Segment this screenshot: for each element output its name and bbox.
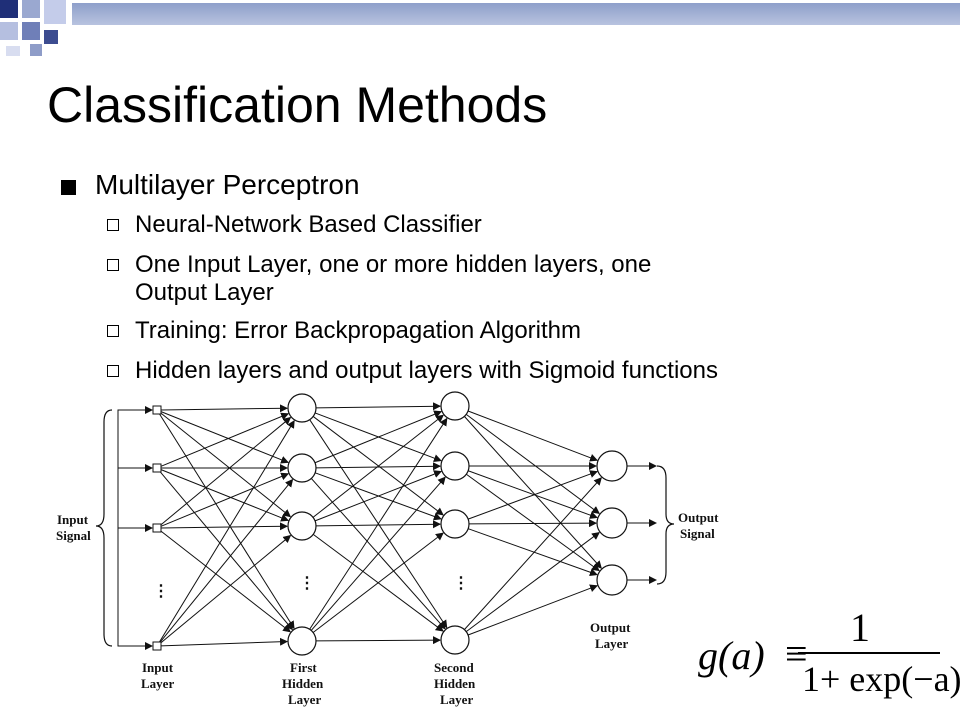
connection xyxy=(160,522,289,531)
decor-square xyxy=(22,22,40,40)
neurons xyxy=(152,391,628,656)
connection xyxy=(158,413,295,630)
connection xyxy=(466,473,600,572)
sub-bullet-marker xyxy=(107,325,119,337)
sub-bullet-marker xyxy=(107,219,119,231)
mlp-diagram: Input Signal Output Signal Input Layer F… xyxy=(56,391,719,707)
connection xyxy=(467,470,598,519)
connection xyxy=(309,417,448,630)
second-hidden-layer-label-line1: Second xyxy=(434,660,475,675)
first-hidden-neuron xyxy=(287,511,317,541)
sub-bullet-text: Hidden layers and output layers with Sig… xyxy=(135,357,718,384)
second-hidden-neuron xyxy=(440,509,470,539)
second-hidden-neuron xyxy=(440,391,470,421)
decor-square xyxy=(30,44,42,56)
slide-header-decoration xyxy=(0,0,960,60)
second-hidden-neuron xyxy=(440,451,470,481)
connection xyxy=(159,412,292,518)
sub-bullet-text: Training: Error Backpropagation Algorith… xyxy=(135,317,581,344)
connection xyxy=(159,416,292,526)
decor-square xyxy=(44,30,58,44)
bullet-marker xyxy=(61,180,76,195)
second-hidden-layer-label-line3: Layer xyxy=(440,692,473,707)
first-hidden-layer-label-line2: Hidden xyxy=(282,676,324,691)
second-hidden-layer-label-line2: Hidden xyxy=(434,676,476,691)
input-node xyxy=(152,523,162,533)
connection xyxy=(160,472,290,527)
header-bar xyxy=(72,3,960,25)
connection xyxy=(468,528,598,577)
second-hidden-neuron xyxy=(440,625,470,655)
input-signal-label-line2: Signal xyxy=(56,528,91,543)
first-hidden-neuron xyxy=(287,453,317,483)
connection xyxy=(159,530,291,633)
input-layer-label-line2: Layer xyxy=(141,676,174,691)
decor-square xyxy=(0,0,18,18)
connection xyxy=(467,470,598,520)
connection xyxy=(467,410,598,462)
connection xyxy=(160,637,289,647)
output-signal-label-line1: Output xyxy=(678,510,719,525)
output-signal-brace xyxy=(656,465,675,585)
output-neuron xyxy=(596,564,628,596)
formula-denominator: 1+ exp(−a) xyxy=(802,659,960,699)
connection xyxy=(158,419,295,643)
first-hidden-neuron xyxy=(287,393,317,423)
connection xyxy=(465,413,600,515)
sub-bullet-text: Neural-Network Based Classifier xyxy=(135,211,482,238)
bullet-text: Multilayer Perceptron xyxy=(95,169,360,200)
output-signal-label-line2: Signal xyxy=(680,526,715,541)
sub-bullet-text-continuation: Output Layer xyxy=(135,279,274,306)
first-hidden-neuron xyxy=(287,626,317,656)
formula-numerator: 1 xyxy=(850,605,870,650)
connection xyxy=(467,584,598,636)
connection xyxy=(160,412,290,467)
connection xyxy=(159,478,294,644)
connection xyxy=(312,532,444,633)
output-layer-label-line2: Layer xyxy=(595,636,628,651)
connection xyxy=(159,470,294,631)
connection xyxy=(314,410,443,464)
slide-title: Classification Methods xyxy=(47,77,548,133)
connection xyxy=(464,477,602,630)
sub-bullet-marker xyxy=(107,259,119,271)
formula-fraction-bar xyxy=(798,652,940,654)
connection xyxy=(465,531,600,633)
connection xyxy=(314,470,442,522)
sub-bullet-marker xyxy=(107,365,119,377)
sub-bullet-text: One Input Layer, one or more hidden laye… xyxy=(135,251,652,278)
first-hidden-ellipsis: ⋮ xyxy=(299,575,315,592)
sigmoid-formula: g(a) ≡ 1 1+ exp(−a) xyxy=(690,600,960,700)
output-layer-label-line1: Output xyxy=(590,620,631,635)
second-hidden-ellipsis: ⋮ xyxy=(453,575,469,592)
input-signal-bracket xyxy=(117,409,150,647)
connection xyxy=(312,414,444,518)
decor-square xyxy=(6,46,20,56)
input-signal-label-line1: Input xyxy=(57,512,89,527)
output-neuron xyxy=(596,507,628,539)
first-hidden-layer-label-line3: Layer xyxy=(288,692,321,707)
connection xyxy=(160,404,289,413)
input-node xyxy=(152,463,162,473)
connection xyxy=(159,534,292,644)
input-layer-label-line1: Input xyxy=(142,660,174,675)
formula-lhs: g(a) xyxy=(698,633,765,678)
output-neuron xyxy=(596,450,628,482)
connection xyxy=(464,416,602,569)
connection-lines xyxy=(118,402,657,650)
connection xyxy=(160,411,290,464)
input-node xyxy=(152,641,162,651)
connection xyxy=(315,636,442,645)
input-layer-ellipsis: ⋮ xyxy=(153,583,169,600)
connection xyxy=(310,476,446,631)
decor-square xyxy=(44,0,66,24)
first-hidden-layer-label-line1: First xyxy=(290,660,317,675)
connection xyxy=(468,519,598,528)
decor-square xyxy=(22,0,40,18)
input-signal-brace xyxy=(95,409,113,647)
input-node xyxy=(152,405,162,415)
decor-square xyxy=(0,22,18,40)
formula-equiv: ≡ xyxy=(785,631,808,676)
connection xyxy=(315,402,442,411)
